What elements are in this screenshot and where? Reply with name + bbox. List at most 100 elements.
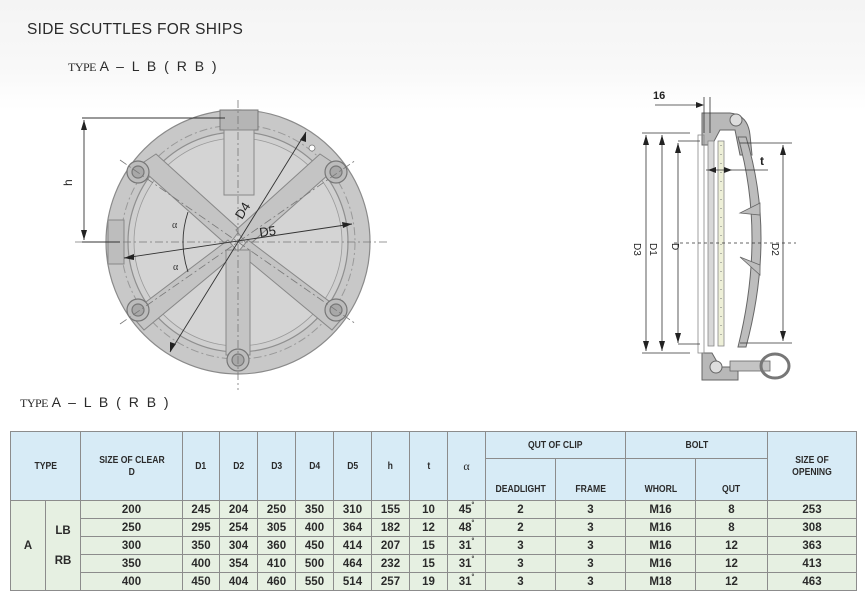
- cell-deadlight: 2: [485, 518, 556, 537]
- cell-d: 300: [80, 536, 183, 555]
- cell-whorl: M16: [625, 536, 696, 555]
- cell-t: 15: [409, 536, 448, 555]
- col-header-h: h: [371, 431, 410, 501]
- cell-d1: 295: [182, 518, 220, 537]
- cell-h: 155: [371, 500, 410, 519]
- cell-d4: 350: [295, 500, 334, 519]
- col-header-d3: D3: [257, 431, 296, 501]
- background-wash: [0, 0, 865, 110]
- cell-d: 400: [80, 572, 183, 591]
- cell-alpha: 48°: [447, 518, 486, 537]
- col-header-frame: FRAME: [555, 458, 626, 501]
- header-row-sub: DEADLIGHT FRAME WHORL QUT: [11, 458, 857, 501]
- label-d4: D4: [232, 200, 254, 222]
- cell-deadlight: 3: [485, 536, 556, 555]
- cell-d5: 514: [333, 572, 372, 591]
- type-main-cell: A: [10, 500, 46, 591]
- table-row: 350 400 354 410 500 464 232 15 31° 3 3 M…: [11, 554, 857, 573]
- col-header-qut-of-clip: QUT OF CLIP: [485, 431, 626, 459]
- cell-d3: 250: [257, 500, 296, 519]
- label-alpha-top: α: [172, 220, 178, 231]
- cell-t: 12: [409, 518, 448, 537]
- cell-qut: 12: [695, 572, 768, 591]
- cell-d2: 404: [219, 572, 258, 591]
- cell-t: 10: [409, 500, 448, 519]
- cell-d5: 414: [333, 536, 372, 555]
- table-caption: TYPE A – L B ( R B ): [20, 394, 171, 411]
- col-header-bolt: BOLT: [625, 431, 768, 459]
- label-dim-16: 16: [653, 90, 665, 102]
- drawing-subtitle: TYPE A – L B ( R B ): [68, 58, 219, 75]
- cell-t: 15: [409, 554, 448, 573]
- cell-d4: 450: [295, 536, 334, 555]
- label-d3: D3: [631, 243, 642, 256]
- label-alpha-bottom: α: [173, 262, 179, 273]
- cell-whorl: M16: [625, 554, 696, 573]
- table-row: 250 295 254 305 400 364 182 12 48° 2 3 M…: [11, 518, 857, 537]
- cell-opening: 308: [767, 518, 857, 537]
- cell-t: 19: [409, 572, 448, 591]
- cell-d3: 305: [257, 518, 296, 537]
- cell-qut: 8: [695, 500, 768, 519]
- cell-qut: 12: [695, 536, 768, 555]
- col-header-type: TYPE: [10, 431, 81, 501]
- cell-d3: 360: [257, 536, 296, 555]
- cell-d1: 400: [182, 554, 220, 573]
- front-view-shape: [75, 100, 390, 390]
- subtitle-model: A – L B ( R B ): [99, 58, 219, 74]
- cell-opening: 463: [767, 572, 857, 591]
- cell-whorl: M16: [625, 500, 696, 519]
- cell-d3: 410: [257, 554, 296, 573]
- section-view-shape: [642, 97, 796, 381]
- cell-h: 257: [371, 572, 410, 591]
- cell-d4: 400: [295, 518, 334, 537]
- cell-d: 350: [80, 554, 183, 573]
- table-row: A LB RB 200 245 204 250 350 310 155 10 4…: [10, 500, 857, 591]
- cell-d3: 460: [257, 572, 296, 591]
- label-d2: D2: [769, 243, 780, 256]
- type-sub-cell: LB RB: [45, 500, 81, 591]
- col-header-qut: QUT: [695, 458, 768, 501]
- cell-d5: 310: [333, 500, 372, 519]
- label-d5: D5: [258, 223, 277, 240]
- cell-alpha: 45°: [447, 500, 486, 519]
- section-view-drawing: 16 t D3 D1 D D2: [631, 90, 796, 381]
- cell-qut: 8: [695, 518, 768, 537]
- label-d1: D1: [647, 243, 658, 256]
- col-header-d4: D4: [295, 431, 334, 501]
- cell-d2: 354: [219, 554, 258, 573]
- col-header-whorl: WHORL: [625, 458, 696, 501]
- cell-deadlight: 2: [485, 500, 556, 519]
- table-row: 300 350 304 360 450 414 207 15 31° 3 3 M…: [11, 536, 857, 555]
- cell-opening: 413: [767, 554, 857, 573]
- cell-d4: 500: [295, 554, 334, 573]
- cell-frame: 3: [555, 536, 626, 555]
- label-h: h: [61, 179, 75, 186]
- cell-opening: 363: [767, 536, 857, 555]
- cell-d4: 550: [295, 572, 334, 591]
- cell-d: 250: [80, 518, 183, 537]
- subtitle-type-word: TYPE: [68, 60, 97, 74]
- cell-qut: 12: [695, 554, 768, 573]
- cell-d2: 204: [219, 500, 258, 519]
- cell-h: 207: [371, 536, 410, 555]
- cell-frame: 3: [555, 554, 626, 573]
- cell-d5: 464: [333, 554, 372, 573]
- label-d: D: [669, 243, 680, 250]
- col-header-d5: D5: [333, 431, 372, 501]
- cell-d1: 350: [182, 536, 220, 555]
- cell-h: 232: [371, 554, 410, 573]
- col-header-size-opening: SIZE OF OPENING: [767, 431, 857, 501]
- cell-d1: 245: [182, 500, 220, 519]
- type-sub-lb: LB: [55, 524, 71, 537]
- cell-deadlight: 3: [485, 572, 556, 591]
- cell-d5: 364: [333, 518, 372, 537]
- cell-d2: 254: [219, 518, 258, 537]
- cell-frame: 3: [555, 518, 626, 537]
- table-row: 400 450 404 460 550 514 257 19 31° 3 3 M…: [11, 572, 857, 591]
- cell-frame: 3: [555, 500, 626, 519]
- col-header-t: t: [409, 431, 448, 501]
- caption-model: A – L B ( R B ): [51, 394, 171, 410]
